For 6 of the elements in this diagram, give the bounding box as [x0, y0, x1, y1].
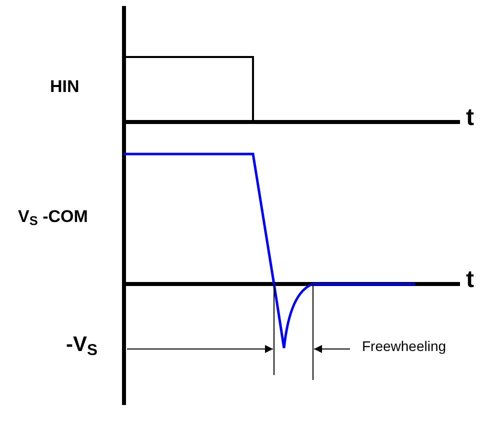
level-label: -V$_{S}$ — [66, 334, 98, 355]
axis-label: t — [466, 268, 474, 292]
axis-label: t — [466, 106, 474, 130]
signal-label: HIN — [50, 78, 80, 95]
interval-label: Freewheeling — [362, 339, 446, 353]
signal-label: V$_{S}$ -COM — [18, 208, 88, 225]
